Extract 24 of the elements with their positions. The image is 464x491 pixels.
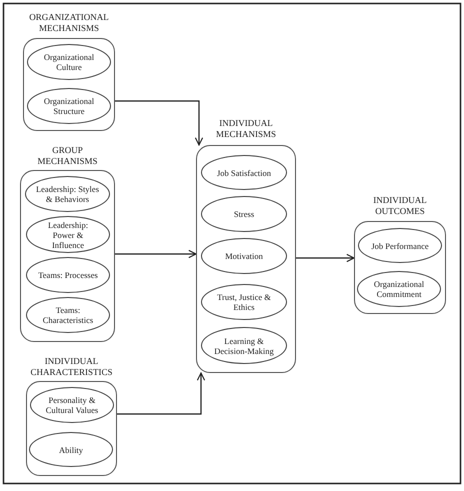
group-heading: INDIVIDUAL OUTCOMES: [372, 195, 428, 217]
group-heading: INDIVIDUAL CHARACTERISTICS: [29, 356, 114, 378]
concept-ellipse: Learning & Decision-Making: [201, 327, 287, 364]
concept-ellipse: Organizational Culture: [27, 44, 111, 80]
arrow: [117, 372, 206, 415]
concept-ellipse: Trust, Justice & Ethics: [201, 284, 287, 320]
concept-ellipse: Leadership: Power & Influence: [26, 216, 110, 253]
concept-ellipse: Organizational Structure: [27, 88, 111, 124]
concept-ellipse: Organizational Commitment: [357, 271, 441, 307]
concept-ellipse: Job Performance: [358, 228, 442, 263]
arrow: [296, 254, 355, 262]
concept-ellipse: Teams: Characteristics: [26, 297, 110, 333]
concept-ellipse: Job Satisfaction: [201, 155, 287, 190]
concept-ellipse: Motivation: [201, 238, 287, 274]
concept-ellipse: Ability: [29, 432, 113, 467]
arrow: [115, 250, 197, 258]
concept-ellipse: Teams: Processes: [26, 257, 110, 293]
group-heading: GROUP MECHANISMS: [36, 145, 98, 167]
group-heading: INDIVIDUAL MECHANISMS: [214, 118, 277, 140]
arrow: [115, 100, 204, 146]
concept-ellipse: Leadership: Styles & Behaviors: [25, 176, 110, 212]
concept-ellipse: Personality & Cultural Values: [30, 387, 114, 423]
concept-ellipse: Stress: [201, 196, 287, 232]
group-heading: ORGANIZATIONAL MECHANISMS: [28, 12, 110, 34]
